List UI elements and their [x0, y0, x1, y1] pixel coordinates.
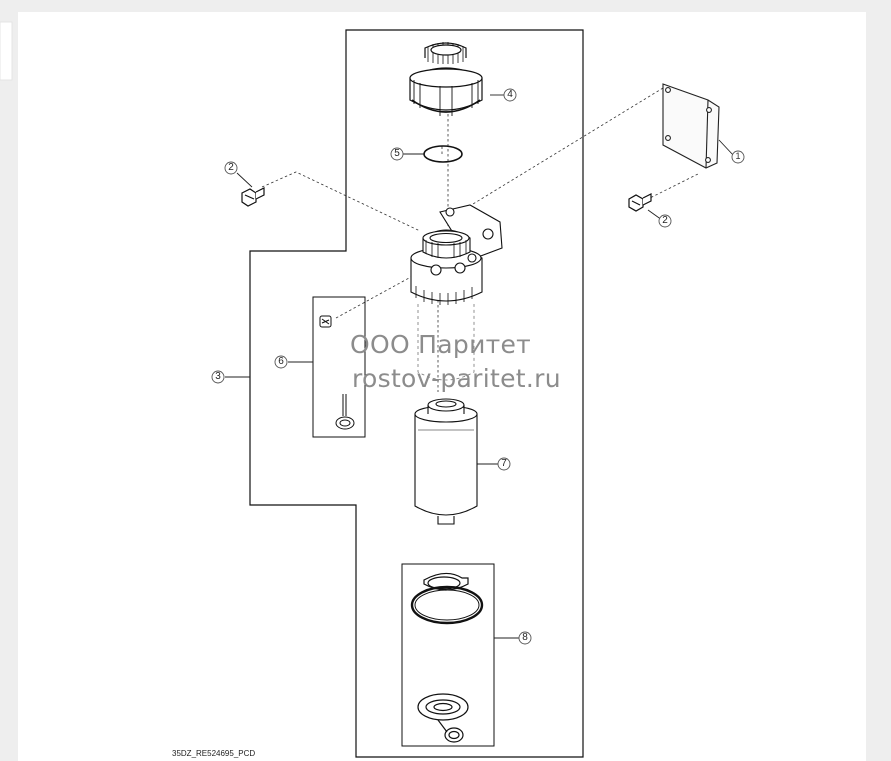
callout-6: 6 [278, 356, 284, 367]
part-4-filter-cap [409, 42, 483, 116]
part-7-filter-element [414, 398, 478, 525]
part-5-o-ring [423, 145, 463, 163]
filter-head-assembly [410, 204, 503, 305]
left-panel [0, 21, 13, 81]
part-2-bolt-left [241, 187, 265, 207]
drawing-sheet [18, 12, 866, 761]
watermark-website: rostov-paritet.ru [352, 364, 561, 393]
callout-4: 4 [507, 89, 513, 100]
callout-3: 3 [215, 371, 221, 382]
callout-2-right: 2 [662, 215, 668, 226]
part-8-kit-items [410, 572, 484, 743]
figure-code: 35DZ_RE524695_PCD [172, 749, 256, 758]
part-6-kit-items [319, 315, 355, 430]
callout-1: 1 [735, 151, 741, 161]
watermark-company: ООО Паритет [350, 330, 532, 359]
part-2-bolt-right [628, 193, 652, 212]
callout-5: 5 [394, 148, 400, 159]
part-1-mounting-plate [662, 83, 720, 169]
callout-8: 8 [522, 632, 528, 643]
callout-circles [211, 88, 745, 645]
callout-2-left: 2 [228, 162, 234, 173]
assembly-3-outline [249, 29, 584, 758]
kit-6-box [312, 296, 366, 438]
callout-7: 7 [501, 458, 507, 469]
kit-8-box [401, 563, 495, 747]
filter-bowl-hidden [417, 304, 475, 381]
